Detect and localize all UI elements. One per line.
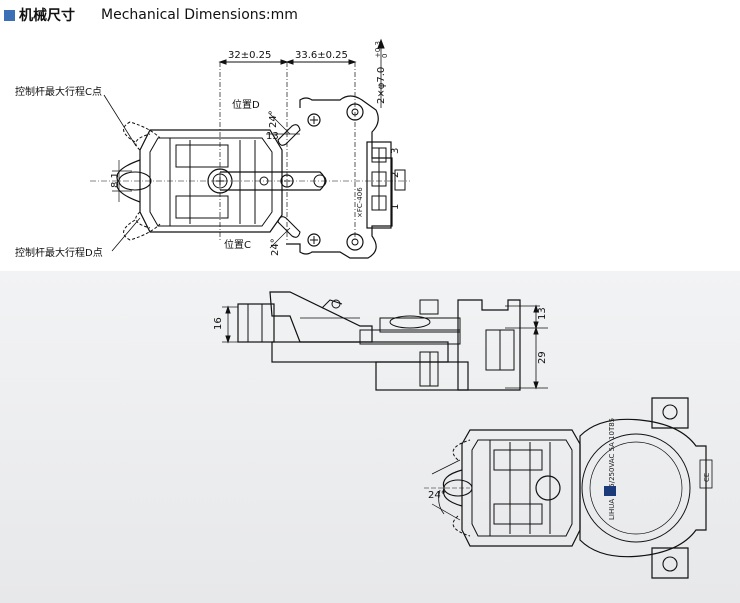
label-lever-d: 控制杆最大行程D点: [15, 246, 103, 259]
side-dim-16: 16: [213, 317, 224, 330]
dim-hole: 2×φ7.0: [376, 67, 387, 104]
dim-hole-tol2: 0: [381, 54, 389, 58]
dim-32: 32±0.25: [228, 50, 271, 61]
section-title-en: Mechanical Dimensions:mm: [101, 7, 298, 23]
top-view: 32±0.25 33.6±0.25 2×φ7.0 +0.3 0 ×FC-406: [15, 38, 410, 259]
terminal-text: ×FC-406: [356, 187, 364, 218]
bottom-view: 24° LIHUA 125/250VAC 5A 10T85 CE: [424, 397, 713, 579]
side-dim-13: 13: [537, 307, 548, 320]
dim-33-6: 33.6±0.25: [295, 50, 348, 61]
side-badge-text: CE: [703, 473, 711, 482]
dim-8-1: 8.1: [110, 172, 121, 188]
dim-hole-tol: +0.3: [374, 41, 382, 58]
side-view: 16 13: [213, 291, 548, 391]
pin-2: 2: [390, 172, 401, 178]
bottom-angle: 24°: [428, 490, 446, 501]
label-pos-d: 位置D: [232, 98, 260, 111]
bottom-label-text: LIHUA 125/250VAC 5A 10T85: [608, 418, 616, 520]
header-bullet-icon: [4, 9, 15, 21]
pin-1: 1: [390, 204, 401, 210]
section-title-cn: 机械尺寸: [19, 8, 75, 24]
section-header: 机械尺寸 Mechanical Dimensions:mm: [4, 4, 298, 26]
brand-logo-icon: [604, 486, 616, 496]
dim-13-top: 13: [266, 131, 279, 142]
pin-3: 3: [390, 148, 401, 154]
angle-bottom: 24°: [270, 238, 281, 256]
label-lever-c: 控制杆最大行程C点: [15, 85, 102, 98]
angle-top: 24°: [268, 110, 279, 128]
side-dim-29: 29: [537, 351, 548, 364]
label-pos-c: 位置C: [224, 238, 251, 251]
